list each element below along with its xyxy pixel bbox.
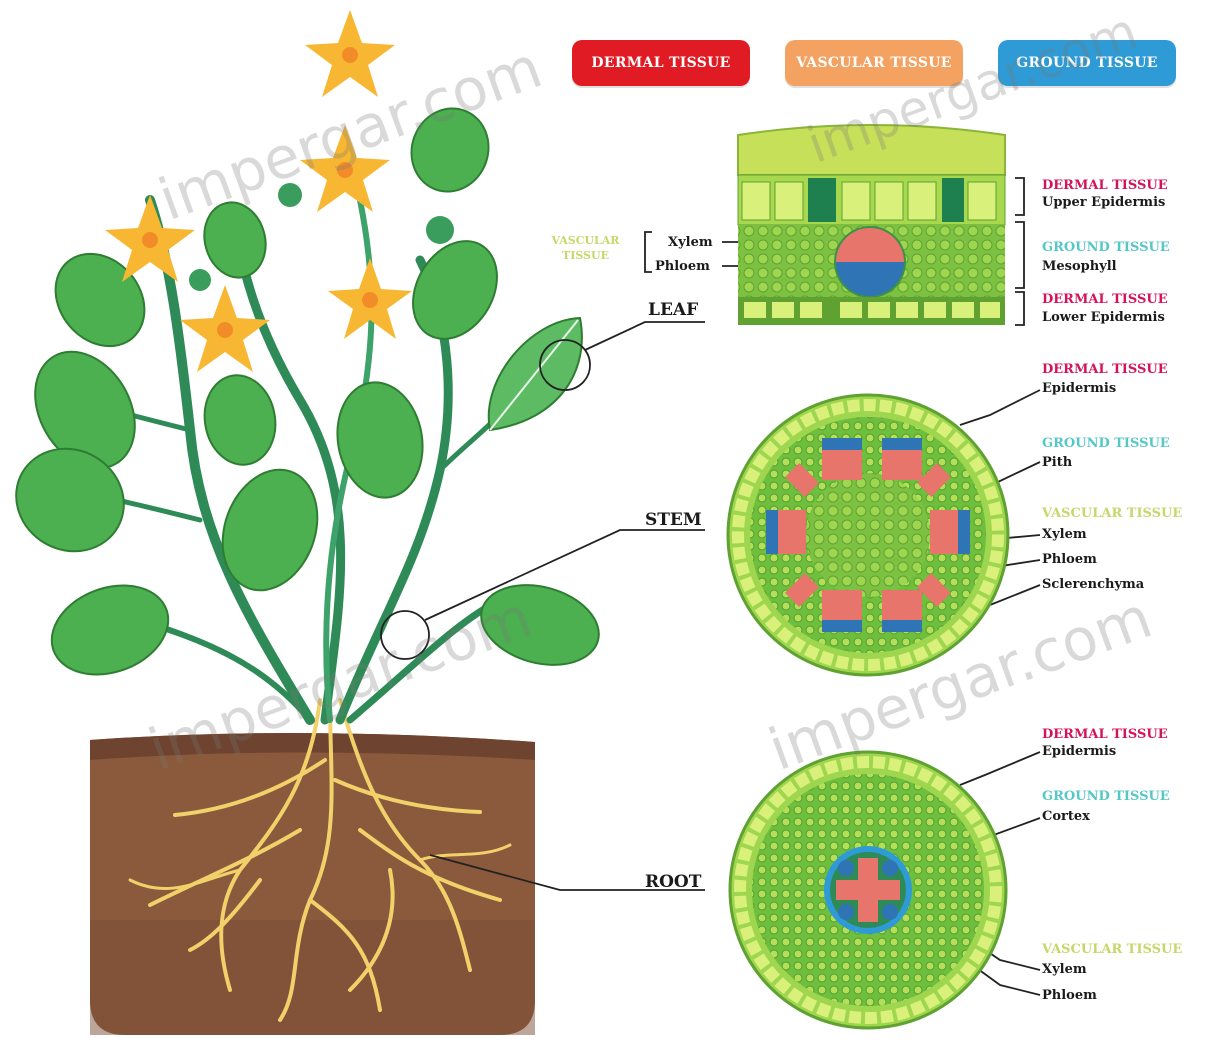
organ-label-stem: STEM <box>645 510 702 530</box>
organ-label-root: ROOT <box>645 872 701 892</box>
root-vascular-category: VASCULAR TISSUE <box>1042 942 1182 957</box>
root-xylem-label: Xylem <box>1042 962 1087 977</box>
stem-dermal-category: DERMAL TISSUE <box>1042 362 1168 377</box>
leaf-vascular-category: VASCULAR TISSUE <box>538 233 633 263</box>
organ-label-leaf: LEAF <box>648 300 698 320</box>
root-cortex-label: Cortex <box>1042 809 1090 824</box>
root-dermal-category: DERMAL TISSUE <box>1042 727 1168 742</box>
leaf-xylem-label: Xylem <box>668 235 713 250</box>
root-epidermis-label: Epidermis <box>1042 744 1116 759</box>
root-ground-category: GROUND TISSUE <box>1042 789 1170 804</box>
leaf-dermal-upper-category: DERMAL TISSUE <box>1042 178 1168 193</box>
root-phloem-label: Phloem <box>1042 988 1097 1003</box>
leaf-dermal-lower-category: DERMAL TISSUE <box>1042 292 1168 307</box>
leaf-lower-epidermis-label: Lower Epidermis <box>1042 310 1165 325</box>
stem-sclerenchyma-label: Sclerenchyma <box>1042 577 1144 592</box>
root-cross-section <box>730 752 1006 1028</box>
stem-ground-category: GROUND TISSUE <box>1042 436 1170 451</box>
stem-phloem-label: Phloem <box>1042 552 1097 567</box>
leaf-mesophyll-label: Mesophyll <box>1042 259 1117 274</box>
legend-vascular-tissue: VASCULAR TISSUE <box>785 40 963 86</box>
legend-ground-tissue: GROUND TISSUE <box>998 40 1176 86</box>
stem-xylem-label: Xylem <box>1042 527 1087 542</box>
leaf-phloem-label: Phloem <box>655 259 710 274</box>
stem-cross-section <box>728 395 1008 675</box>
flowers <box>105 10 454 372</box>
soil-pot <box>90 733 535 1035</box>
stem-vascular-category: VASCULAR TISSUE <box>1042 506 1182 521</box>
leaf-upper-epidermis-label: Upper Epidermis <box>1042 195 1165 210</box>
legend-ground-label: GROUND TISSUE <box>1016 55 1157 71</box>
legend-vascular-label: VASCULAR TISSUE <box>796 55 952 71</box>
leaf-ground-category: GROUND TISSUE <box>1042 240 1170 255</box>
leaves <box>0 98 608 690</box>
legend-dermal-tissue: DERMAL TISSUE <box>572 40 750 86</box>
stem-pith-label: Pith <box>1042 455 1072 470</box>
stem-epidermis-label: Epidermis <box>1042 381 1116 396</box>
legend-dermal-label: DERMAL TISSUE <box>591 55 730 71</box>
leaf-cross-section <box>738 125 1005 325</box>
